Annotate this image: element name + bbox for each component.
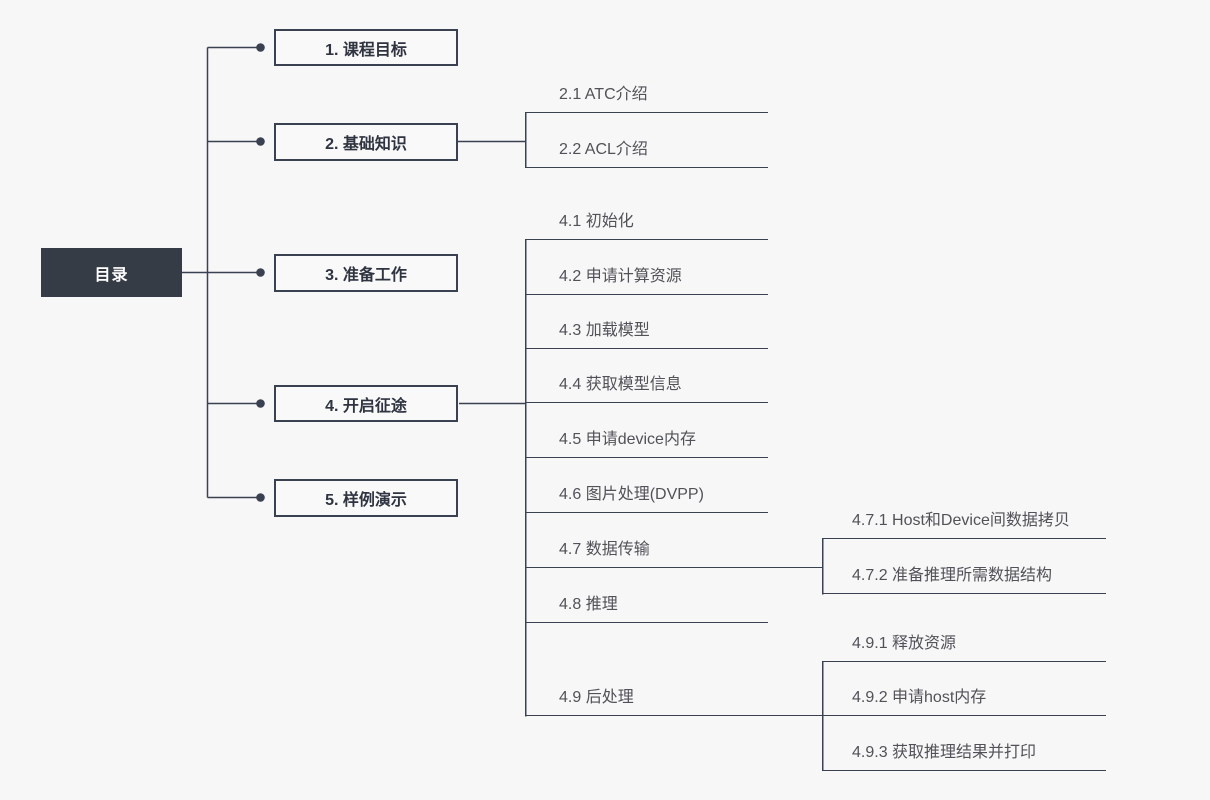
subtopic-4-7-2-inference-data-struct[interactable]: 4.7.2 准备推理所需数据结构	[822, 561, 1106, 594]
topic-1-course-goals[interactable]: 1. 课程目标	[274, 29, 458, 66]
topic-3-preparation[interactable]: 3. 准备工作	[274, 254, 458, 292]
bullet-dot-3	[256, 268, 265, 277]
subtopic-4-9-1-release-resources[interactable]: 4.9.1 释放资源	[822, 629, 1106, 662]
subtopic-4-4-model-info[interactable]: 4.4 获取模型信息	[525, 370, 768, 403]
topic-5-sample-demo[interactable]: 5. 样例演示	[274, 479, 458, 517]
subtopic-4-6-dvpp[interactable]: 4.6 图片处理(DVPP)	[525, 480, 768, 513]
topic-2-basics[interactable]: 2. 基础知识	[274, 123, 458, 161]
bullet-dot-5	[256, 493, 265, 502]
subtopic-4-2-compute-resources[interactable]: 4.2 申请计算资源	[525, 262, 768, 295]
subtopic-4-3-load-model[interactable]: 4.3 加载模型	[525, 316, 768, 349]
bullet-dot-4	[256, 399, 265, 408]
bullet-dot-2	[256, 137, 265, 146]
subtopic-4-7-1-host-device-copy[interactable]: 4.7.1 Host和Device间数据拷贝	[822, 506, 1106, 539]
topic-4-journey[interactable]: 4. 开启征途	[274, 385, 458, 422]
subtopic-4-8-inference[interactable]: 4.8 推理	[525, 590, 768, 623]
subtopic-4-5-device-memory[interactable]: 4.5 申请device内存	[525, 425, 768, 458]
bullet-dot-1	[256, 43, 265, 52]
subtopic-4-9-2-host-memory[interactable]: 4.9.2 申请host内存	[822, 683, 1106, 716]
subtopic-2-1-atc[interactable]: 2.1 ATC介绍	[525, 80, 768, 113]
subtopic-2-2-acl[interactable]: 2.2 ACL介绍	[525, 135, 768, 168]
subtopic-4-9-postprocess[interactable]: 4.9 后处理	[525, 683, 822, 716]
subtopic-4-9-3-print-results[interactable]: 4.9.3 获取推理结果并打印	[822, 738, 1106, 771]
subtopic-4-1-init[interactable]: 4.1 初始化	[525, 207, 768, 240]
root-node-toc[interactable]: 目录	[41, 248, 182, 297]
subtopic-4-7-data-transfer[interactable]: 4.7 数据传输	[525, 535, 822, 568]
